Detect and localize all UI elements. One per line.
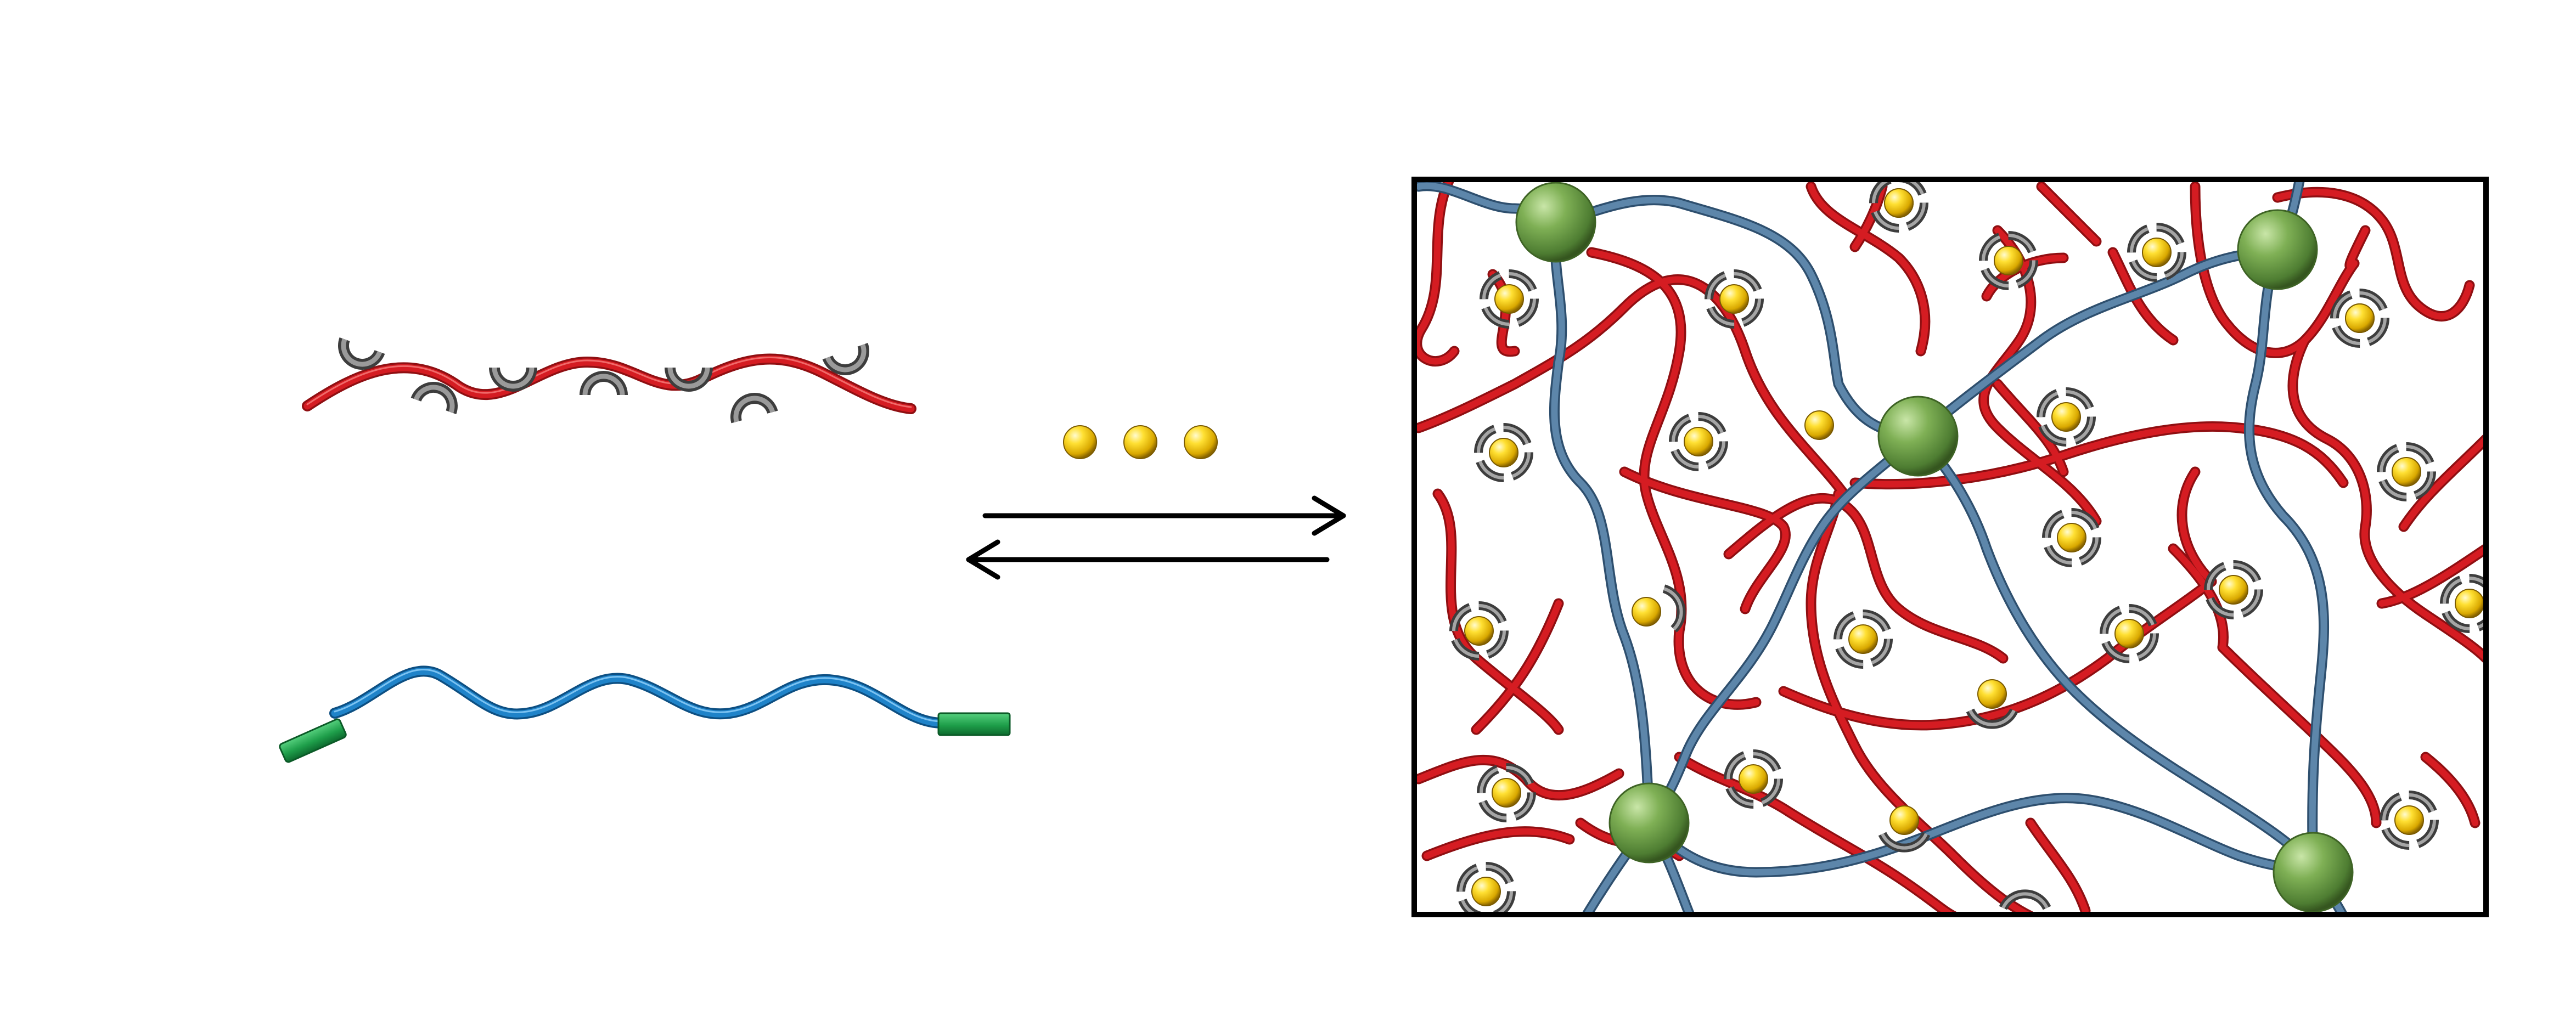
crosslink-node-icon (1608, 782, 1690, 864)
guest-molecules (1063, 425, 1218, 459)
host-guest-complex-icon (2440, 574, 2486, 633)
telechelic-backbone (329, 665, 949, 729)
crosslink-nodes (1515, 182, 2354, 913)
host-ring-icon (580, 371, 628, 396)
network-box (1414, 179, 2486, 915)
host-guest-complex-icon (1449, 601, 1509, 661)
crosslink-node-icon (1877, 396, 1959, 477)
partial-complex-icon (1878, 805, 1931, 853)
crosslinked-network (1411, 177, 2489, 917)
host-guest-complex-icon (2100, 604, 2159, 663)
forward-arrow-icon (982, 495, 1346, 536)
host-guest-complex-icon (2127, 223, 2186, 282)
reverse-arrow-icon (966, 539, 1330, 580)
guest-molecule-icon (1123, 425, 1157, 459)
host-ring-icon (822, 342, 869, 375)
host-guest-complex-icon (2037, 387, 2096, 447)
crosslink-node-icon (2273, 832, 2354, 913)
host-guest-complex-icon (1474, 423, 1533, 482)
host-guest-complexes (1449, 179, 2486, 915)
partial-complex-icon (1999, 889, 2051, 910)
network-strands (1414, 179, 2348, 915)
crosslink-node-icon (2237, 209, 2318, 290)
host-guest-complex-icon (1724, 749, 1783, 809)
equilibrium-arrows (966, 495, 1346, 580)
partial-complexes (1632, 188, 2375, 910)
host-guest-complex-icon (1456, 862, 1516, 915)
crosslink-node-icon (1515, 182, 1596, 263)
partial-complex-icon (1966, 679, 2018, 729)
partial-complex-icon (1884, 188, 1914, 218)
guest-molecule-icon (1063, 425, 1097, 459)
host-guest-complex-icon (1705, 269, 1764, 329)
guest-molecule-icon (1184, 425, 1218, 459)
host-ring-icon (489, 367, 537, 392)
free-guest-icon (1804, 410, 1834, 440)
host-ring-icon (665, 367, 713, 392)
host-guest-complex-icon (1669, 412, 1728, 471)
host-ring-icon (410, 382, 458, 415)
partial-complex-icon (1632, 584, 1686, 633)
host-ring-icon (338, 337, 385, 370)
host-polymer (302, 337, 916, 424)
host-guest-complex-icon (2377, 442, 2436, 501)
end-cap-left-icon (279, 718, 347, 763)
host-guest-complex-icon (1477, 763, 1536, 822)
host-guest-complex-icon (2380, 791, 2439, 850)
telechelic-polymer (279, 665, 1011, 763)
host-guest-complex-icon (1833, 610, 1893, 669)
end-cap-right-icon (937, 712, 1011, 736)
host-ring-icon (730, 393, 778, 424)
host-guest-complex-icon (2204, 560, 2263, 619)
host-guest-complex-icon (2345, 303, 2375, 333)
network-box-border (1411, 177, 2489, 917)
host-guest-complex-icon (1979, 231, 2038, 290)
host-guest-complex-icon (1480, 269, 1539, 329)
host-guest-complex-icon (2042, 508, 2101, 567)
